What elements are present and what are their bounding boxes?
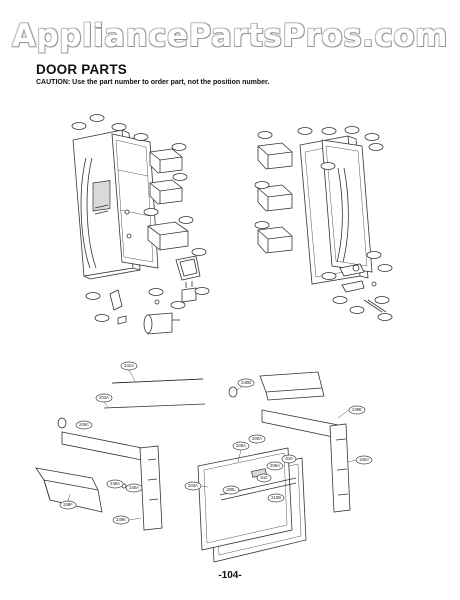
callout-text: 206A (236, 443, 246, 448)
callout-203a-top: 203A (95, 393, 113, 403)
page-title: DOOR PARTS (36, 62, 128, 77)
upper-position-bubbles (71, 114, 393, 322)
page-number: -104- (218, 570, 242, 581)
left-slide-rail (35, 431, 163, 531)
callout-text: 249C (79, 422, 89, 427)
callout-610-a: 610 (256, 473, 272, 483)
callout-text: 200A (252, 436, 262, 441)
hinge-parts-right (339, 263, 387, 313)
bumper-parts (57, 386, 238, 429)
freezer-drawer-door (197, 447, 307, 563)
callout-text: 249K (116, 517, 126, 522)
small-parts-upper-left (109, 281, 197, 335)
door-bins-right (257, 142, 293, 254)
drawer-rails (103, 378, 206, 409)
callout-text: 203A (188, 483, 198, 488)
right-slide-rail (259, 371, 351, 513)
callout-text: 240B (241, 380, 251, 385)
door-bins-left (147, 148, 201, 281)
callout-240b: 240B (237, 378, 255, 388)
callout-text: 249F (63, 502, 73, 507)
caution-note: CAUTION: Use the part number to order pa… (36, 79, 270, 86)
callout-text: 240A (129, 485, 139, 490)
callout-text: 249E (352, 407, 362, 412)
callout-610-b: 610 (281, 454, 297, 464)
callout-text: 248A (110, 481, 120, 486)
callout-210b: 210B (267, 493, 285, 503)
watermark-logo: AppliancePartsPros.com (12, 18, 448, 54)
callout-text: 241A (124, 363, 134, 368)
callout-200l: 200L (222, 485, 240, 495)
callout-249j: 249J (355, 455, 373, 465)
callout-240a: 240A (125, 483, 143, 493)
callout-text: 610 (286, 456, 294, 461)
callout-249c: 249C (75, 420, 93, 430)
right-door-assembly (299, 135, 373, 285)
callout-206a-mid: 206A (266, 461, 284, 471)
callout-text: 210B (271, 495, 281, 500)
callout-249f: 249F (59, 500, 77, 510)
callout-241a: 241A (120, 361, 138, 371)
callout-248a: 248A (106, 479, 124, 489)
callout-text: 203A (99, 395, 109, 400)
callout-206a-top: 206A (232, 441, 250, 451)
callout-203a-left: 203A (184, 481, 202, 491)
left-door-assembly (72, 129, 159, 280)
callout-text: 200L (226, 487, 236, 492)
callout-text: 249J (359, 457, 368, 462)
callout-249e: 249E (348, 405, 366, 415)
callout-labels: 241A 203A 200A 206A 203A 200L 206A 610 6… (59, 361, 373, 525)
callout-200a: 200A (248, 434, 266, 444)
callout-text: 206A (270, 463, 280, 468)
callout-text: 610 (261, 475, 269, 480)
callout-249k: 249K (112, 515, 130, 525)
